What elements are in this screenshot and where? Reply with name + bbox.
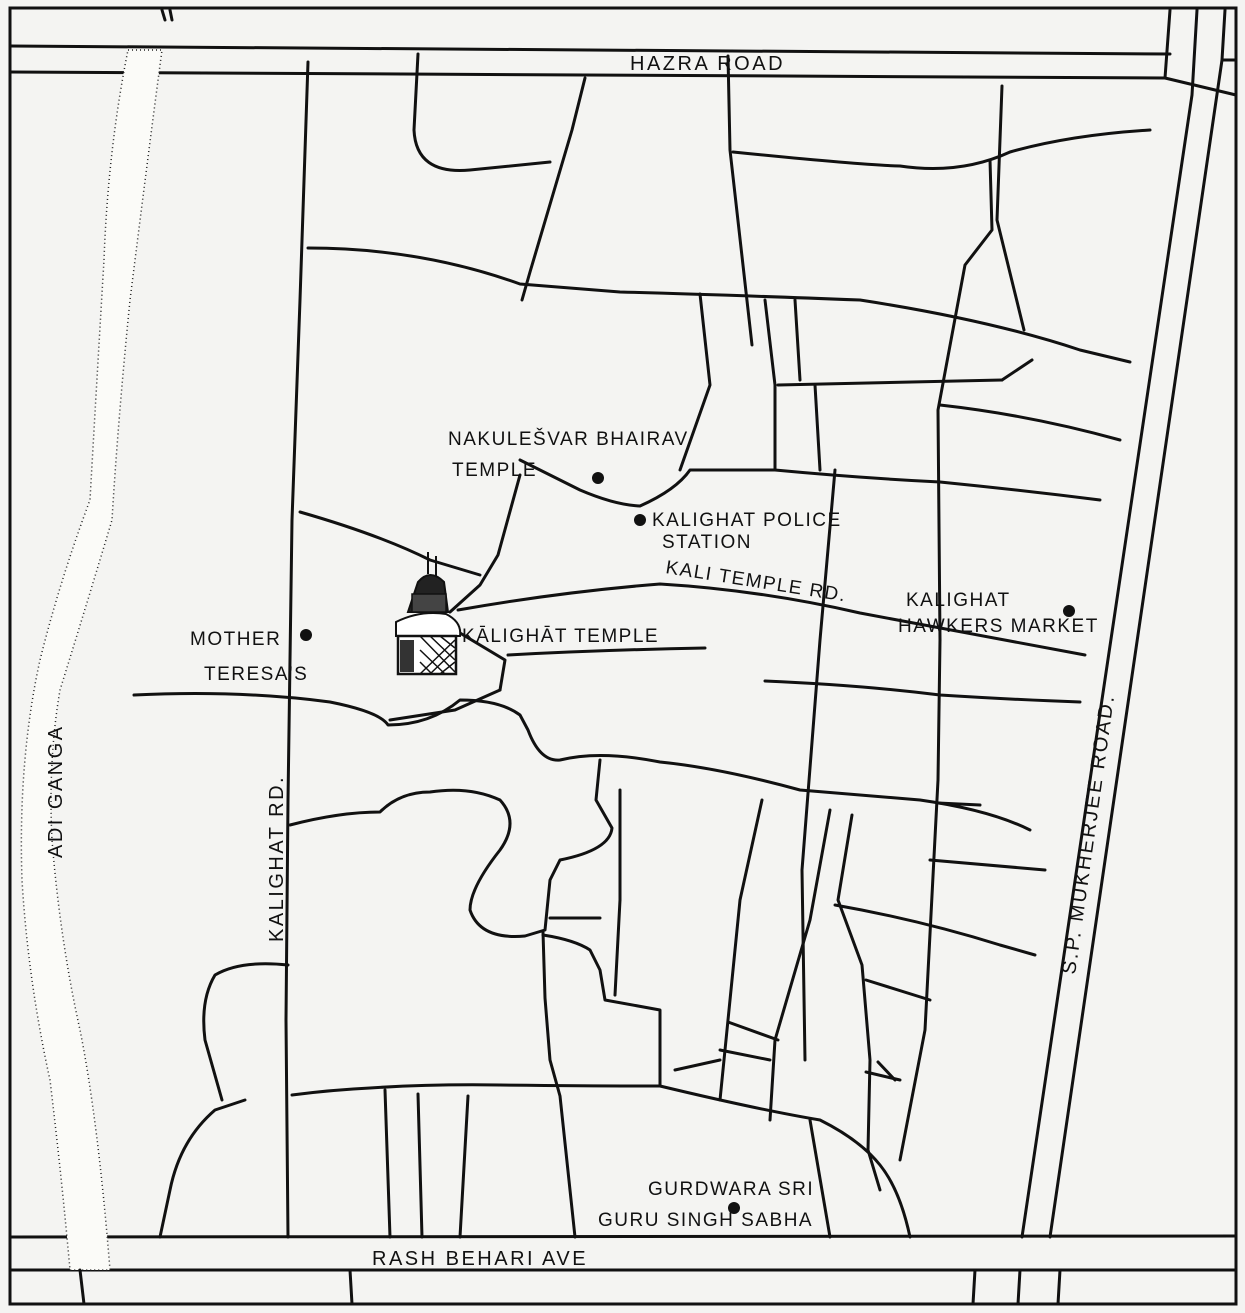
gurdwara-location-dot-icon xyxy=(728,1202,740,1214)
local-roads xyxy=(78,8,1152,1306)
mother-teresa-label-line2: TERESA'S xyxy=(204,664,308,685)
hawkers-market-location-dot-icon xyxy=(1063,605,1075,617)
kalighat-rd-label: KALIGHAT RD. xyxy=(266,775,288,942)
nakulesvar-label-line2: TEMPLE xyxy=(452,460,537,481)
rash-behari-ave-label: RASH BEHARI AVE xyxy=(372,1248,588,1270)
map-frame xyxy=(8,6,1238,1306)
police-station-location-dot-icon xyxy=(634,514,646,526)
gurdwara-label-line2: GURU SINGH SABHA xyxy=(598,1210,813,1231)
adi-ganga-river xyxy=(20,49,163,1271)
nakulesvar-label-line1: NAKULEŠVAR BHAIRAV xyxy=(448,428,689,450)
rash-behari-ave-road xyxy=(8,1234,1238,1272)
hawkers-market-label-line1: KALIGHAT xyxy=(906,590,1011,611)
nakulesvar-location-dot-icon xyxy=(592,472,604,484)
police-station-label-line1: KALIGHAT POLICE xyxy=(652,510,842,531)
hazra-road xyxy=(8,44,1172,80)
gurdwara-label-line1: GURDWARA SRI xyxy=(648,1179,814,1200)
temple-icon xyxy=(395,552,462,676)
kalighat-rd xyxy=(284,60,310,1239)
kalighat-temple-label: KĀLIGHĀT TEMPLE xyxy=(462,626,659,647)
adi-ganga-label: ADI GANGA xyxy=(45,724,67,858)
hazra-road-label: HAZRA ROAD xyxy=(630,53,785,75)
police-station-label-line2: STATION xyxy=(662,532,752,553)
hawkers-market-label-line2: HAWKERS MARKET xyxy=(898,616,1099,637)
mother-teresa-label-line1: MOTHER xyxy=(190,629,281,650)
sp-mukherjee-road xyxy=(1016,8,1238,1306)
mother-teresa-location-dot-icon xyxy=(300,629,312,641)
kali-temple-rd-label: KALI TEMPLE RD. xyxy=(664,557,848,606)
